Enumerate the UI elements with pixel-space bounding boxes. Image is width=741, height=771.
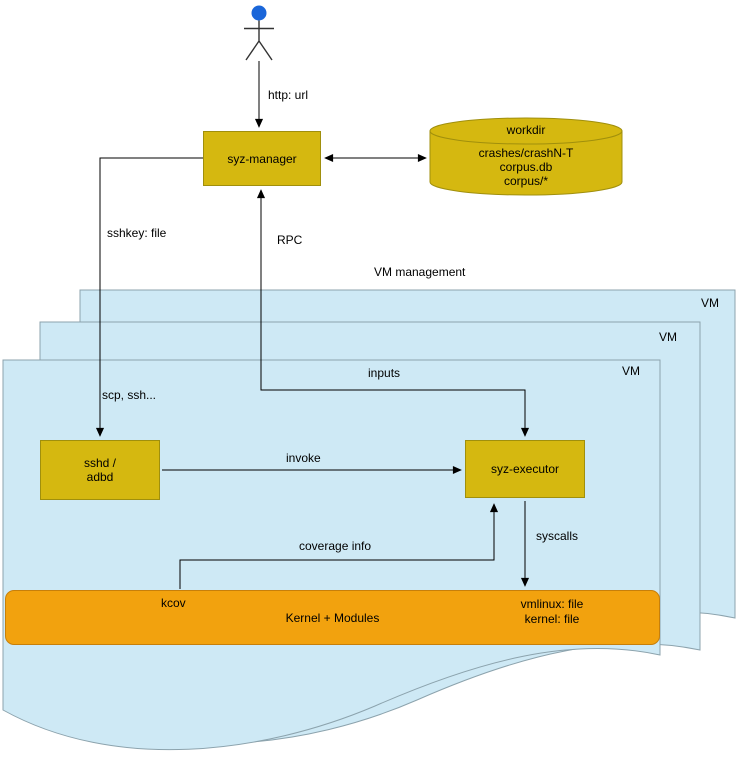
vm-label-front: VM — [622, 364, 640, 378]
coverage-arrow — [179, 503, 499, 589]
edge-label-rpc: RPC — [277, 233, 303, 247]
edge-label-syscalls: syscalls — [536, 529, 579, 543]
node-sshd-adbd: sshd / adbd — [40, 440, 160, 500]
sshkey-arrow — [95, 157, 203, 437]
syz-executor-label: syz-executor — [490, 462, 560, 476]
workdir-line-crashes: crashes/crashN-T — [478, 146, 574, 160]
edge-label-invoke: invoke — [286, 451, 321, 465]
edge-label-http-url: http: url — [268, 88, 309, 102]
node-syz-executor: syz-executor — [465, 440, 585, 498]
vmlinux-file-label: vmlinux: file — [520, 597, 584, 611]
edge-label-sshkey-file: sshkey: file — [107, 226, 167, 240]
vm-management-label: VM management — [374, 265, 466, 279]
edge-label-coverage-info: coverage info — [299, 539, 372, 553]
actor-icon — [244, 5, 274, 61]
workdir-cylinder — [429, 117, 623, 196]
vm-label-middle: VM — [659, 330, 677, 344]
workdir-title: workdir — [506, 123, 546, 137]
kernel-file-label: kernel: file — [524, 612, 580, 626]
vm-label-back: VM — [701, 296, 719, 310]
sshd-label-line1: sshd / — [83, 456, 116, 470]
edge-label-inputs: inputs — [368, 366, 401, 380]
kcov-label: kcov — [161, 596, 186, 610]
workdir-line-corpus: corpus/* — [503, 174, 549, 188]
node-syz-manager: syz-manager — [203, 131, 321, 186]
syz-manager-label: syz-manager — [227, 151, 297, 166]
kernel-modules-label: Kernel + Modules — [285, 611, 380, 625]
sshd-label-line2: adbd — [86, 470, 114, 484]
edge-label-scp-ssh: scp, ssh... — [102, 388, 157, 402]
workdir-line-corpusdb: corpus.db — [499, 160, 553, 174]
node-kernel-modules — [5, 590, 660, 645]
rpc-inputs-arrow — [256, 189, 530, 437]
vm-box-front — [2, 359, 661, 751]
